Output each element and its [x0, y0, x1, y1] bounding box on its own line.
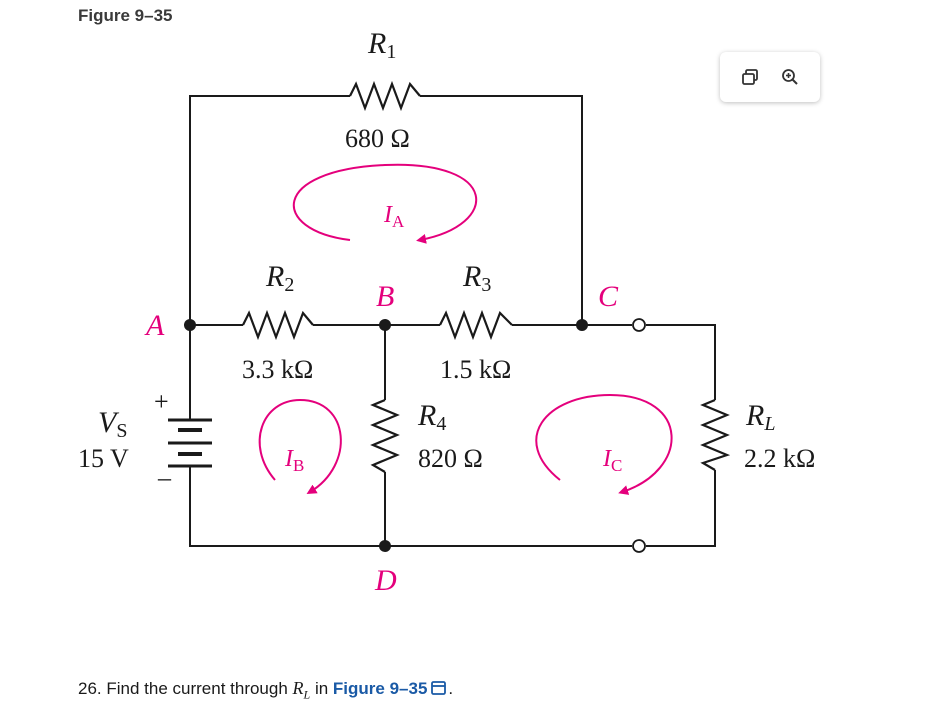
rl-label: RL [745, 399, 775, 435]
resistor-rl [700, 398, 731, 471]
r3-value: 1.5 kΩ [440, 355, 511, 384]
open-new-window-icon[interactable] [736, 63, 764, 91]
rl-value: 2.2 kΩ [744, 444, 815, 473]
r4-label: R4 [417, 399, 446, 435]
loop-ia-arrow [292, 163, 478, 244]
question-suffix: . [448, 679, 454, 698]
resistor-r3 [439, 309, 513, 341]
wire-right [646, 324, 716, 547]
figure-link[interactable]: Figure 9–35 [333, 679, 449, 698]
loop-ic-arrow [535, 393, 673, 495]
resistor-r4 [370, 398, 400, 473]
r2-label: R2 [265, 260, 294, 296]
node-c-dot [576, 319, 588, 331]
node-b-label: B [376, 280, 394, 313]
circuit-diagram: R1 680 Ω IA R2 3.3 kΩ R3 1.5 kΩ A B C D … [78, 27, 815, 597]
zoom-in-icon[interactable] [776, 63, 804, 91]
node-d-dot [379, 540, 391, 552]
external-link-icon [431, 681, 447, 695]
terminal-bottom [632, 539, 646, 553]
wire-top [189, 95, 583, 325]
node-c-label: C [598, 280, 619, 313]
ib-label: IB [284, 446, 304, 475]
battery-vs [168, 418, 212, 468]
plus-sign: + [154, 387, 169, 416]
wires [189, 95, 716, 547]
resistor-r1 [349, 80, 421, 112]
ic-label: IC [602, 446, 622, 475]
wire-bottom [189, 325, 632, 547]
node-a-dot [184, 319, 196, 331]
question-middle: in [310, 679, 333, 698]
terminal-top [632, 318, 646, 332]
figure-toolbar [720, 52, 820, 102]
r3-label: R3 [462, 260, 491, 296]
node-d-label: D [374, 564, 397, 597]
question-prefix: 26. Find the current through [78, 679, 293, 698]
question-variable: RL [292, 678, 311, 702]
node-a-label: A [144, 309, 165, 342]
r4-value: 820 Ω [418, 444, 483, 473]
r1-label: R1 [367, 27, 396, 63]
vs-value: 15 V [78, 444, 129, 473]
ia-label: IA [383, 202, 405, 231]
figure-caption: Figure 9–35 [78, 6, 173, 25]
node-b-dot [379, 319, 391, 331]
question-text: 26. Find the current through RL in Figur… [78, 678, 453, 703]
r1-value: 680 Ω [345, 124, 410, 153]
minus-sign: – [157, 463, 172, 492]
r2-value: 3.3 kΩ [242, 355, 313, 384]
loop-ib-arrow [258, 398, 342, 495]
resistor-r2 [242, 309, 314, 341]
vs-label: VS [98, 406, 127, 442]
